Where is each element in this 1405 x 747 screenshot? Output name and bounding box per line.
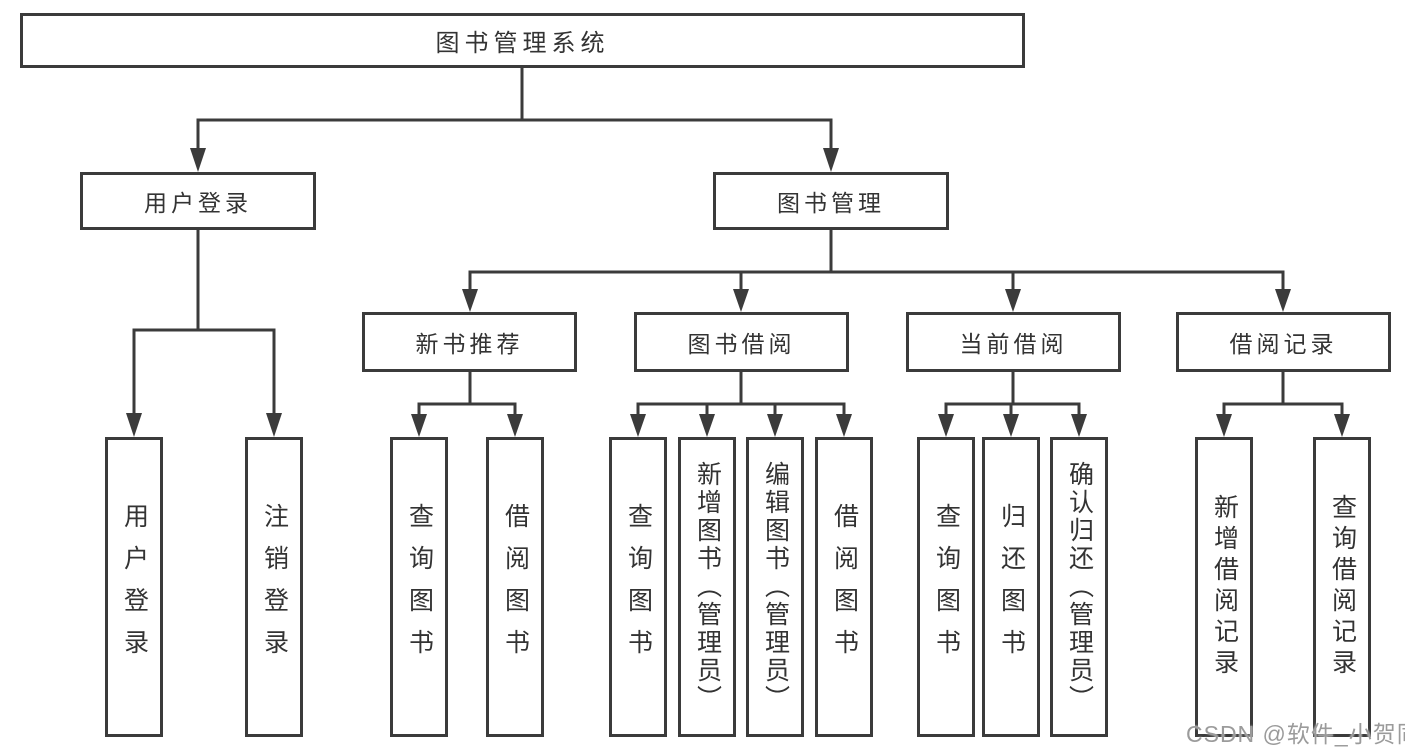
leaf-label: 编辑图书（管理员） — [761, 461, 790, 713]
leaf-return-books: 归还图书 — [982, 437, 1040, 737]
arrowheads — [126, 148, 1350, 437]
connector-group3-rail — [944, 370, 1081, 418]
connector-group1-rail — [417, 370, 517, 418]
leaf-label: 用户登录 — [120, 503, 149, 671]
node-label: 图书管理系统 — [435, 30, 610, 57]
node-label: 图书管理 — [777, 190, 885, 216]
node-book-borrowing: 图书借阅 — [634, 312, 849, 372]
node-current-borrowing: 当前借阅 — [906, 312, 1121, 372]
leaf-add-borrow-record: 新增借阅记录 — [1195, 437, 1253, 737]
leaf-label: 查询图书 — [932, 503, 961, 671]
node-library-management-system: 图书管理系统 — [20, 13, 1025, 68]
leaf-label: 确认归还（管理员） — [1065, 461, 1094, 713]
node-label: 新书推荐 — [415, 331, 524, 357]
node-new-book-recommendation: 新书推荐 — [362, 312, 577, 372]
node-user-login: 用户登录 — [80, 172, 316, 230]
node-book-management: 图书管理 — [713, 172, 949, 230]
leaf-label: 查询借阅记录 — [1328, 494, 1357, 680]
leaf-label: 归还图书 — [997, 503, 1026, 671]
leaf-query-borrow-record: 查询借阅记录 — [1313, 437, 1371, 737]
leaf-borrow-books-recommend: 借阅图书 — [486, 437, 544, 737]
leaf-query-books-recommend: 查询图书 — [390, 437, 448, 737]
node-label: 借阅记录 — [1229, 331, 1338, 357]
leaf-edit-books-admin: 编辑图书（管理员） — [746, 437, 804, 737]
csdn-watermark: CSDN @软件_小贺同学 — [1186, 721, 1405, 747]
node-label: 图书借阅 — [687, 331, 796, 357]
leaf-add-books-admin: 新增图书（管理员） — [678, 437, 736, 737]
leaf-query-books-borrow: 查询图书 — [609, 437, 667, 737]
leaf-label: 借阅图书 — [830, 503, 859, 671]
node-label: 当前借阅 — [959, 331, 1068, 357]
leaf-label: 新增借阅记录 — [1210, 494, 1239, 680]
node-borrowing-records: 借阅记录 — [1176, 312, 1391, 372]
connector-group4-rail — [1222, 370, 1344, 418]
leaf-logout: 注销登录 — [245, 437, 303, 737]
leaf-label: 新增图书（管理员） — [693, 461, 722, 713]
node-label: 用户登录 — [144, 190, 252, 216]
leaf-user-login: 用户登录 — [105, 437, 163, 737]
leaf-borrow-books: 借阅图书 — [815, 437, 873, 737]
leaf-label: 借阅图书 — [501, 503, 530, 671]
leaf-label: 查询图书 — [624, 503, 653, 671]
leaf-confirm-return-admin: 确认归还（管理员） — [1050, 437, 1108, 737]
leaf-query-books-current: 查询图书 — [917, 437, 975, 737]
leaf-label: 注销登录 — [260, 503, 289, 671]
leaf-label: 查询图书 — [405, 503, 434, 671]
connector-group2-rail — [636, 370, 846, 418]
